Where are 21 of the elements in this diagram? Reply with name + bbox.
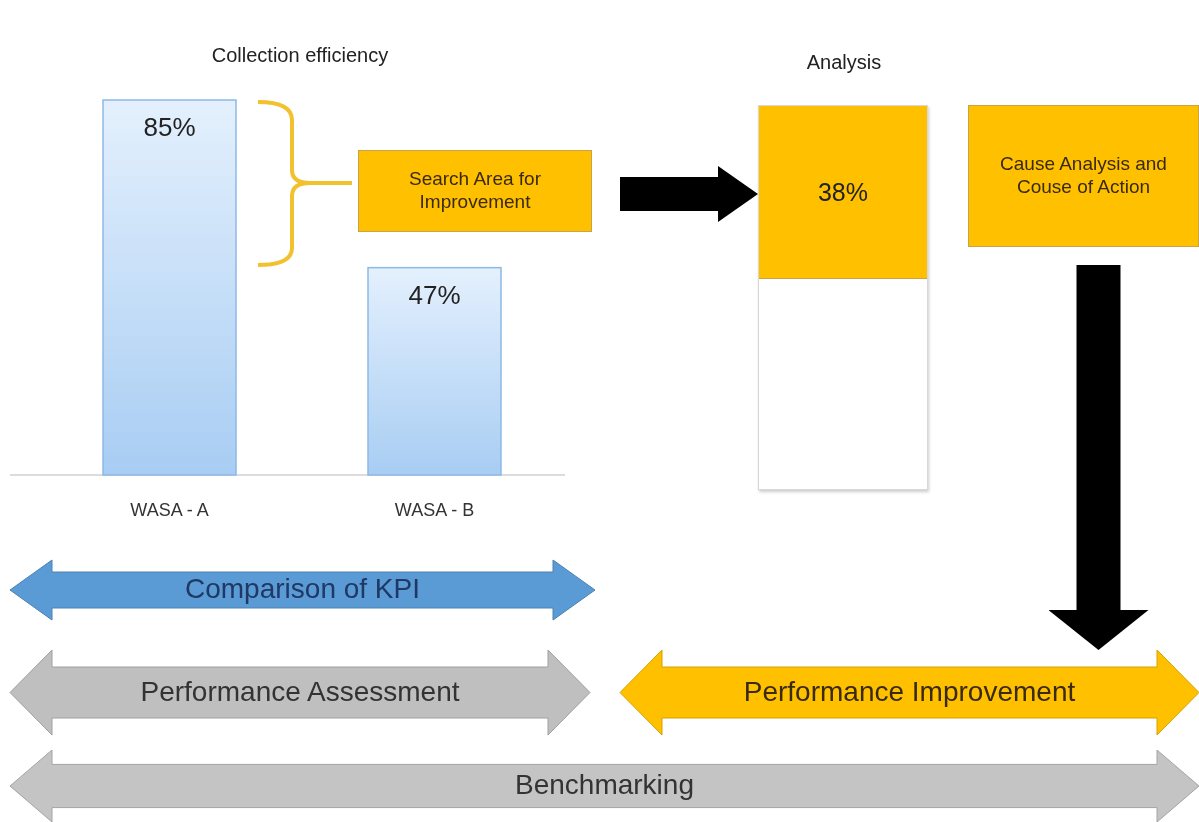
column-heading: Analysis: [805, 51, 883, 74]
box-text: Cause Analysis and Couse of Action: [999, 153, 1168, 199]
value-label: 47%: [407, 279, 462, 311]
block-arrow: [620, 166, 758, 222]
band-label: Comparison of KPI: [184, 573, 421, 605]
process-box: [358, 150, 592, 232]
double-arrow-band: [10, 560, 595, 620]
double-arrow-band: [10, 650, 590, 735]
process-box: [968, 105, 1199, 247]
box-text: Search Area for Improvement: [408, 168, 542, 214]
value-label: 38%: [816, 178, 869, 207]
chart-title: Collection efficiency: [210, 44, 390, 67]
double-arrow-band: [10, 750, 1199, 822]
block-arrow: [1048, 265, 1149, 650]
band-label: Benchmarking: [514, 769, 695, 801]
category-label: WASA - B: [393, 500, 476, 521]
value-label: 85%: [142, 112, 197, 143]
category-label: WASA - A: [129, 500, 210, 521]
band-label: Performance Assessment: [139, 675, 461, 708]
band-label: Performance Improvement: [742, 675, 1077, 708]
double-arrow-band: [620, 650, 1199, 735]
